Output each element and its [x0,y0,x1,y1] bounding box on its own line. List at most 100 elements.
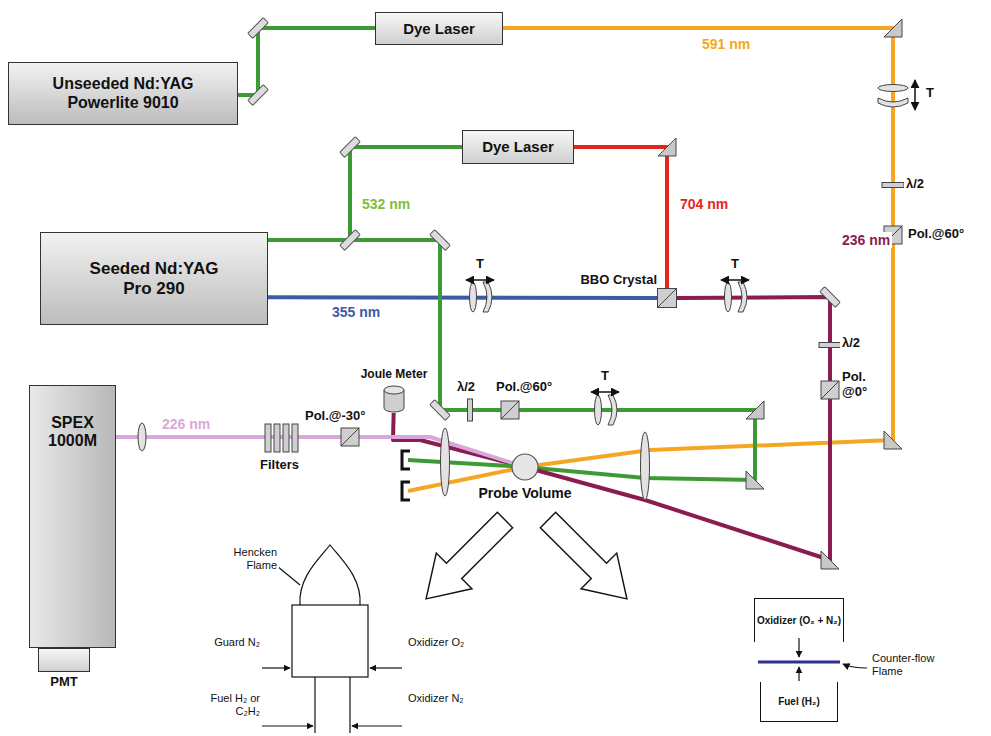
component-label: λ/2 [455,380,477,395]
nozzle-box: Fuel (H₂) [760,682,838,722]
component-label: λ/2 [904,177,926,192]
optic-part [468,399,473,421]
node-text: Unseeded Nd:YAG Powerlite 9010 [43,75,203,112]
optic-part [262,725,313,726]
optic-part [408,502,523,617]
component-label: Hencken Flame [215,546,279,571]
cube-face [658,289,677,308]
optic-part [274,424,280,452]
component-label: Pol.@-30° [303,409,368,424]
component-label: Oxidizer N₂ [406,692,470,705]
component-label: λ/2 [840,336,862,351]
optic-part [292,605,368,677]
component-label: Oxidizer O₂ [406,636,470,649]
optic-part [470,282,493,312]
nozzle-box: Oxidizer (O₂ + N₂) [754,598,844,642]
optic-part [402,482,410,500]
probe-volume: Probe Volume [511,453,539,481]
polarizer-cube [341,226,902,446]
optic-part [370,667,402,668]
optic-part [819,343,841,348]
optic-part [821,381,839,399]
node-text: Dye Laser [403,20,475,37]
component-label: T [599,369,611,384]
focusing-lens [138,423,650,500]
filter-stack [265,424,298,452]
optic-part [277,566,300,585]
optic-part [914,80,916,110]
optic-part [430,400,451,421]
wavelength-label: 704 nm [678,196,730,212]
counterflow-burner [758,638,867,681]
laser-beam [268,147,462,240]
node-text: BBO Crystal [580,273,657,288]
node-text: PMT [50,675,77,690]
crystal-cube-outline [657,288,677,308]
optic-part [265,424,271,452]
beam-dump [402,451,410,500]
optic-part [466,279,494,281]
optic-part [340,230,361,251]
component-label: T [474,257,486,272]
cylinder-top [384,386,404,394]
optic-part [843,664,867,668]
optic-part [595,395,618,425]
optic-part [821,551,839,569]
laser-beam [538,297,830,560]
optic-part [292,424,298,452]
optic-part [283,424,289,452]
optic-part [430,230,451,251]
crystal-cube: BBO Crystal [657,288,677,308]
joule-meter-outline [383,385,405,413]
optic-part [314,677,315,733]
component-label: Filters [258,458,301,473]
optic-part [248,85,269,106]
optic-part [352,725,402,726]
optic-part [725,282,748,312]
wavelength-label: 226 nm [160,416,212,432]
laser-beam [268,295,657,300]
joule-meter: Joule Meter [383,385,405,413]
optic-part [501,401,519,419]
laser-box: Unseeded Nd:YAG Powerlite 9010 [8,62,238,125]
node-text: Dye Laser [482,138,554,155]
component-label: T [924,86,936,101]
optic-part [300,545,360,605]
optic-part [340,137,361,158]
optic-part [721,279,749,281]
node-text: Fuel (H₂) [778,696,820,708]
cube-diagonal [658,289,677,308]
dye-laser-box: Dye Laser [375,12,503,45]
optic-part [884,19,902,37]
pointer-arrow [408,502,644,617]
optic-part [820,287,841,308]
optic-part [138,423,146,451]
node-text: Probe Volume [478,485,571,501]
optic-part [248,18,269,39]
node-text: Oxidizer (O₂ + N₂) [757,615,841,627]
waveplate [468,183,905,422]
optic-part [262,667,290,668]
optic-part [882,183,904,188]
optic-part [658,138,676,156]
component-label: Pol.@60° [494,380,554,395]
probe-circle [512,454,538,480]
optic-part [341,428,359,446]
wavelength-label: 591 nm [700,36,752,52]
optic-part [798,667,799,681]
pmt-box: PMT [38,648,90,672]
optic-part [746,471,764,489]
component-label: Pol.@60° [906,227,966,242]
laser-beam [503,28,893,465]
optic-part [746,401,764,419]
optic-part [591,391,619,393]
optic-part [798,638,799,657]
node-text: Joule Meter [361,368,428,382]
laser-beam [268,240,755,480]
wavelength-label: 355 nm [330,304,382,320]
optic-part [402,451,410,469]
optic-part [758,661,840,664]
